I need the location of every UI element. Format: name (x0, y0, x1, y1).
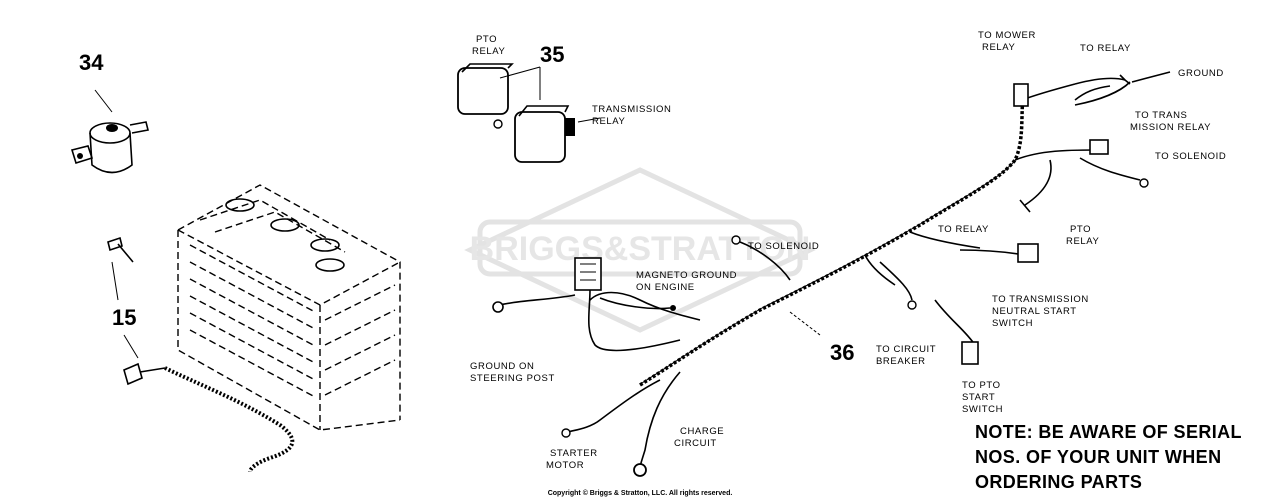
label-pto-relay-right: PTO RELAY (1066, 224, 1100, 247)
label-to-relay-mid: TO RELAY (938, 224, 989, 235)
serial-note: NOTE: BE AWARE OF SERIAL NOS. OF YOUR UN… (975, 422, 1247, 492)
briggs-stratton-watermark: BRIGGS&STRATTON (464, 167, 816, 333)
callout-34: 34 (79, 50, 104, 75)
label-to-mower-relay: TO MOWER RELAY (978, 30, 1039, 53)
label-transmission-relay: TRANSMISSION RELAY (592, 104, 675, 127)
battery-outline (177, 184, 401, 431)
label-pto-relay-top: PTO RELAY (472, 34, 506, 57)
callout-36: 36 (830, 340, 854, 365)
label-ground-on-steering: GROUND ON STEERING POST (470, 361, 555, 384)
label-magneto-ground: MAGNETO GROUND ON ENGINE (636, 270, 740, 293)
callout-35: 35 (540, 42, 564, 67)
relays-part (457, 63, 601, 163)
hold-down-bolts (107, 236, 295, 473)
label-starter-motor: STARTER MOTOR (546, 448, 601, 471)
label-charge-circuit: CHARGE CIRCUIT (674, 426, 728, 449)
label-ground: GROUND (1178, 68, 1224, 79)
label-to-transmission-neutral: TO TRANSMISSION NEUTRAL START SWITCH (992, 294, 1092, 329)
label-to-trans-mission-relay: TO TRANS MISSION RELAY (1130, 110, 1211, 133)
copyright-text: Copyright © Briggs & Stratton, LLC. All … (548, 489, 733, 497)
label-to-circuit-breaker: TO CIRCUIT BREAKER (876, 344, 939, 367)
label-to-relay-top: TO RELAY (1080, 43, 1131, 54)
solenoid-part (70, 89, 149, 174)
callout-15: 15 (112, 305, 136, 330)
label-to-solenoid-right: TO SOLENOID (1155, 151, 1226, 162)
label-to-solenoid-left: TO SOLENOID (748, 241, 819, 252)
wiring-harness (492, 71, 1171, 477)
label-to-pto-start: TO PTO START SWITCH (962, 380, 1004, 415)
